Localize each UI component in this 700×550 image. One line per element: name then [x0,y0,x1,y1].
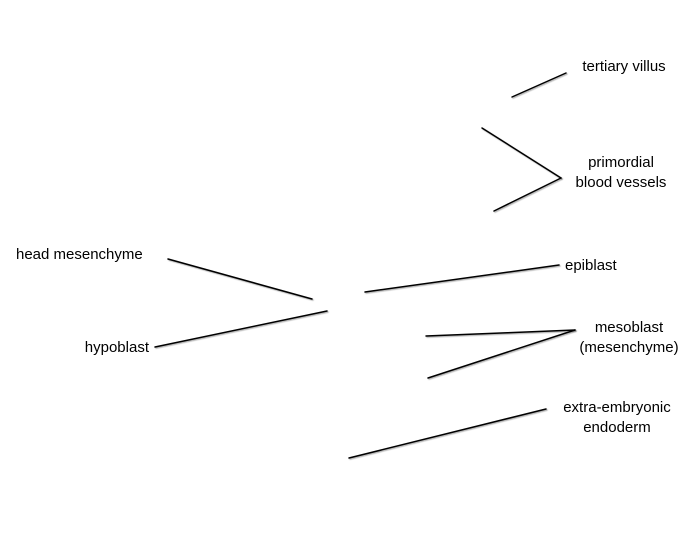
leader-line-epiblast [364,264,560,293]
label-mesoblast-line2: (mesenchyme) [579,339,679,356]
leader-line-mesoblast-upper [425,329,576,337]
leader-line-primordial-blood-vessels-upper [481,127,562,179]
leader-line-hypoblast [154,310,328,348]
label-tertiary-villus-text: tertiary villus [582,58,666,75]
label-tertiary-villus: tertiary villus [570,57,678,77]
label-primordial-blood-vessels-line1: primordial [588,154,654,171]
leader-line-primordial-blood-vessels-lower [493,177,562,212]
label-mesoblast-line1: mesoblast [594,319,664,336]
leader-line-tertiary-villus [511,72,567,98]
label-hypoblast-text: hypoblast [84,339,149,356]
leader-line-extra-embryonic-endoderm [348,408,547,459]
label-epiblast-text: epiblast [565,257,617,274]
label-primordial-blood-vessels-line2: blood vessels [575,174,667,191]
label-extra-embryonic-endoderm: extra-embryonic endoderm [549,398,685,438]
label-extra-embryonic-endoderm-line1: extra-embryonic [563,399,671,416]
label-mesoblast: mesoblast (mesenchyme) [568,318,690,358]
label-head-mesenchyme: head mesenchyme [16,245,143,265]
leader-line-mesoblast-lower [427,329,576,379]
label-head-mesenchyme-text: head mesenchyme [16,246,143,263]
label-hypoblast: hypoblast [40,338,149,358]
label-extra-embryonic-endoderm-line2: endoderm [583,419,651,436]
label-primordial-blood-vessels: primordial blood vessels [563,153,679,193]
label-epiblast: epiblast [565,256,617,276]
leader-line-head-mesenchyme [167,258,313,300]
